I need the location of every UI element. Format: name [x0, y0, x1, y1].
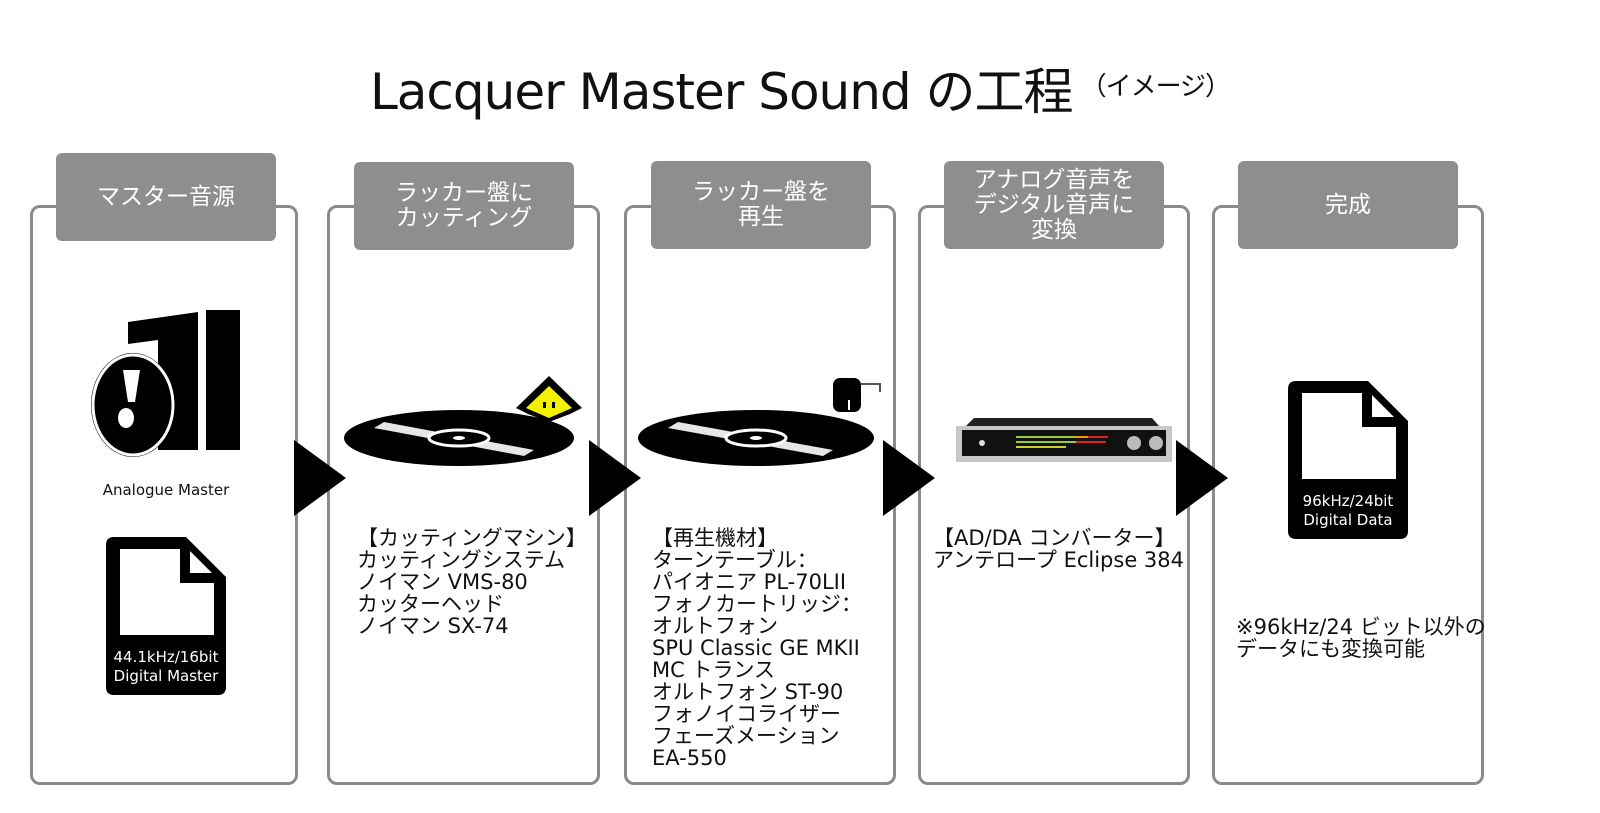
file-type: Digital Master	[113, 667, 219, 685]
step-label-cutting: ラッカー盤に カッティング	[354, 162, 574, 250]
title-main: Lacquer Master Sound の工程	[369, 63, 1074, 121]
digital-file-icon	[106, 537, 226, 695]
lacquer-disc-cutter-icon	[344, 376, 582, 466]
arrow-right-icon	[589, 440, 641, 516]
step-label-source: マスター音源	[56, 153, 276, 241]
file-format: 44.1kHz/16bit	[113, 648, 219, 666]
analogue-master-caption: Analogue Master	[102, 481, 230, 499]
step-label-complete: 完成	[1238, 161, 1458, 249]
arrow-right-icon	[294, 440, 346, 516]
ad-converter-icon	[956, 418, 1172, 462]
title-sub: （イメージ）	[1080, 72, 1231, 102]
file-type: Digital Data	[1303, 511, 1393, 529]
step-panel-cutting	[327, 205, 600, 785]
arrow-right-icon	[1176, 440, 1228, 516]
step-label-playback: ラッカー盤を 再生	[651, 161, 871, 249]
arrow-right-icon	[883, 440, 935, 516]
lacquer-disc-playback-icon	[638, 378, 881, 466]
step-panel-conversion	[918, 205, 1190, 785]
conversion-note: ※96kHz/24 ビット以外の データにも変換可能	[1236, 615, 1486, 661]
file-format: 96kHz/24bit	[1302, 492, 1394, 510]
step-label-conversion: アナログ音声を デジタル音声に 変換	[944, 161, 1164, 249]
digital-data-file-icon	[1288, 381, 1408, 539]
playback-equipment-text: 【再生機材】 ターンテーブル： パイオニア PL-70LII フォノカートリッジ…	[652, 526, 862, 770]
analogue-master-icon	[91, 310, 240, 457]
cutting-equipment-text: 【カッティングマシン】 カッティングシステム ノイマン VMS-80 カッターヘ…	[357, 526, 587, 638]
page-title: Lacquer Master Sound の工程（イメージ）	[0, 52, 1600, 124]
converter-text: 【AD/DA コンバーター】 アンテロープ Eclipse 384	[933, 526, 1185, 572]
